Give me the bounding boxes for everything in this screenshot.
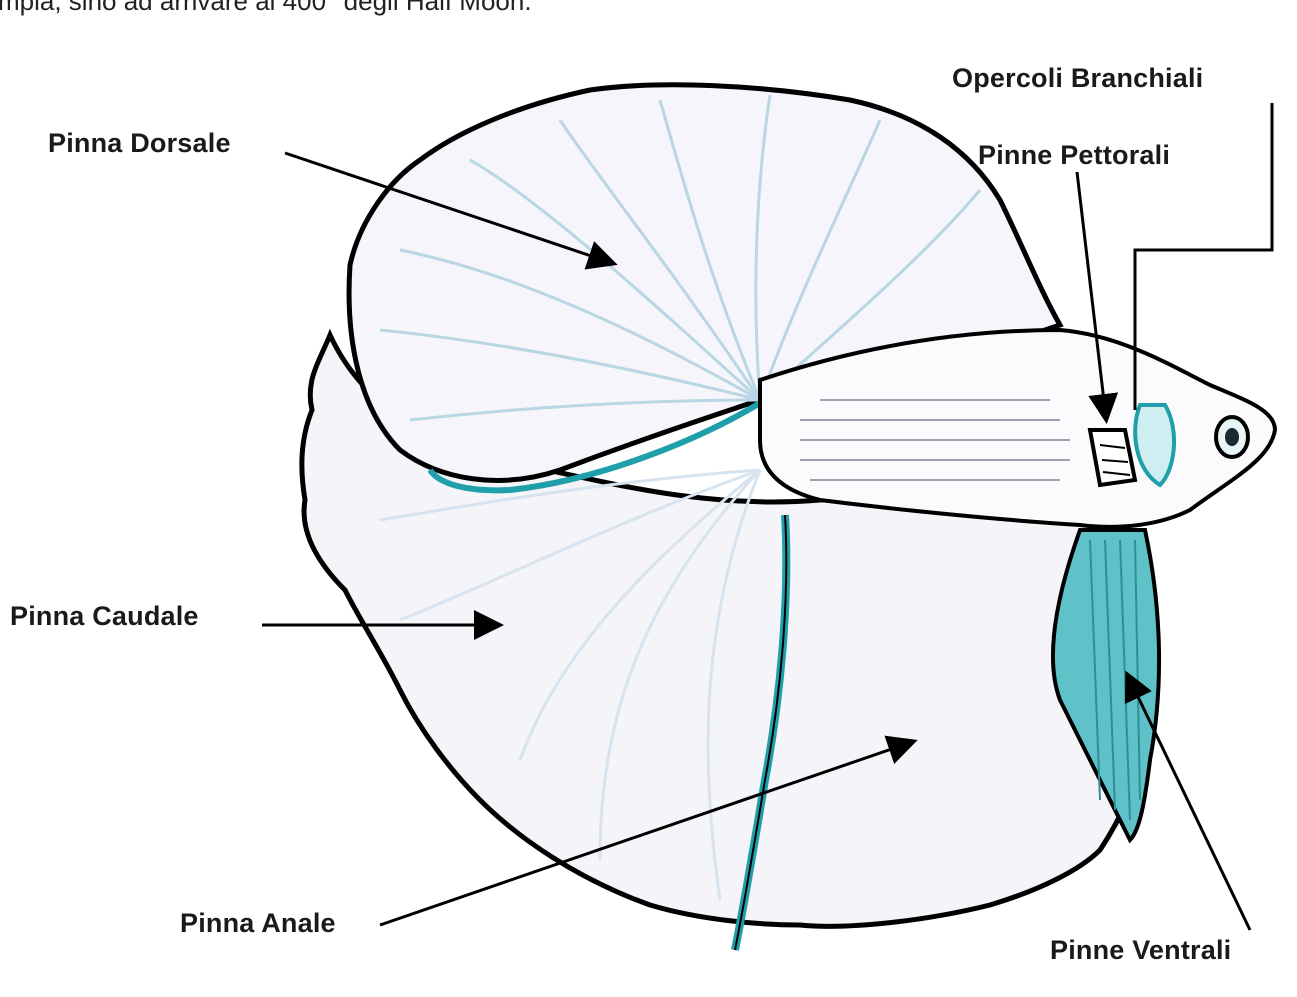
label-opercoli-branchiali: Opercoli Branchiali (952, 63, 1203, 94)
label-pinna-caudale: Pinna Caudale (10, 601, 199, 632)
label-pinne-ventrali: Pinne Ventrali (1050, 935, 1231, 966)
label-pinna-dorsale: Pinna Dorsale (48, 128, 231, 159)
label-pinne-pettorali: Pinne Pettorali (978, 140, 1170, 171)
arrow-pinne-ventrali (1128, 676, 1250, 930)
fish-body (760, 330, 1275, 527)
pectoral-fin (1090, 430, 1135, 485)
label-pinna-anale: Pinna Anale (180, 908, 336, 939)
fish-eye (1216, 417, 1248, 457)
